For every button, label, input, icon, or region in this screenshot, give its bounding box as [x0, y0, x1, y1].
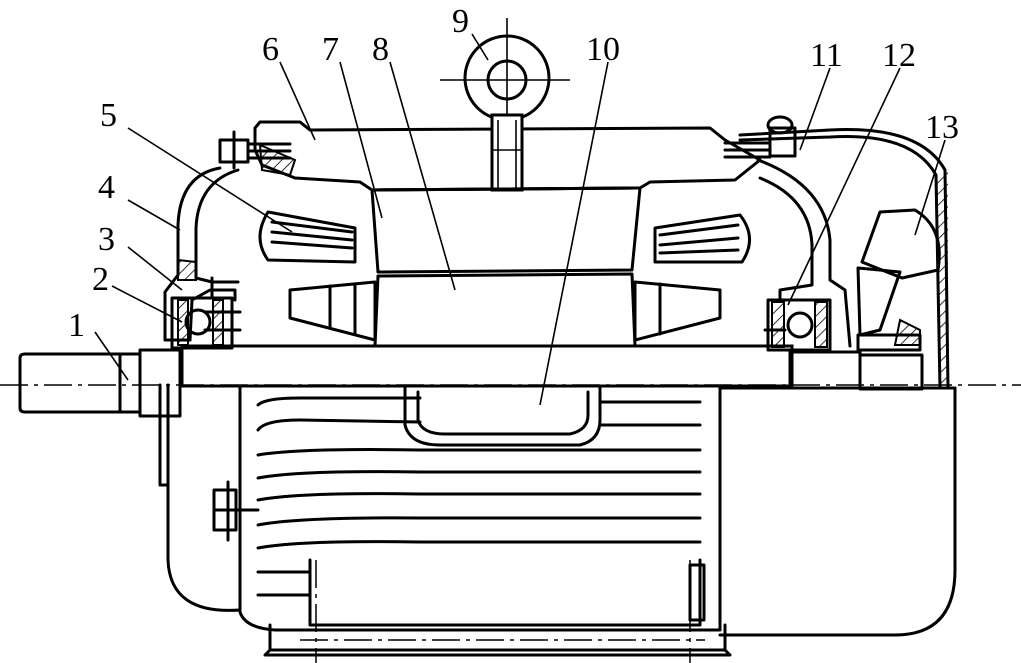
- callout-11: 11: [810, 37, 843, 74]
- callout-labels: 1 2 3 4 5 6 7 8 9 10 11 12 13: [68, 3, 959, 344]
- fan-cover: [718, 386, 957, 637]
- right-cover-bolt: [723, 115, 797, 159]
- left-bearing: [170, 276, 242, 350]
- stator-winding-right: [653, 213, 751, 264]
- left-end-shield: [163, 166, 237, 342]
- stator-winding-left: [258, 210, 357, 264]
- rotor-core: [373, 272, 637, 348]
- callout-6: 6: [262, 31, 279, 68]
- callout-3: 3: [98, 221, 115, 258]
- callout-5: 5: [100, 97, 117, 134]
- rotor-end-ring-right: [633, 280, 722, 342]
- callout-13: 13: [925, 109, 959, 146]
- motor-exterior-view: [158, 383, 957, 663]
- left-cover-bolt: [218, 130, 292, 170]
- rotor-end-ring-left: [288, 280, 377, 342]
- callout-2: 2: [92, 261, 109, 298]
- fan-cover-upper: [738, 128, 950, 390]
- callout-10: 10: [586, 31, 620, 68]
- callout-8: 8: [372, 31, 389, 68]
- callout-leaders: [94, 33, 946, 406]
- callout-7: 7: [322, 31, 339, 68]
- callout-9: 9: [452, 3, 469, 40]
- cooling-fan: [856, 208, 941, 352]
- shaft: [0, 344, 1021, 418]
- cooling-fins: [256, 396, 702, 597]
- terminal-box: [403, 386, 602, 447]
- right-end-shield: [756, 158, 852, 348]
- mounting-foot: [263, 558, 732, 663]
- end-shield-bolt: [212, 480, 260, 542]
- lifting-eyebolt: [440, 18, 570, 192]
- right-bearing: [763, 298, 832, 352]
- callout-1: 1: [68, 307, 85, 344]
- callout-4: 4: [98, 169, 115, 206]
- callout-12: 12: [882, 37, 916, 74]
- stator-core: [370, 186, 642, 274]
